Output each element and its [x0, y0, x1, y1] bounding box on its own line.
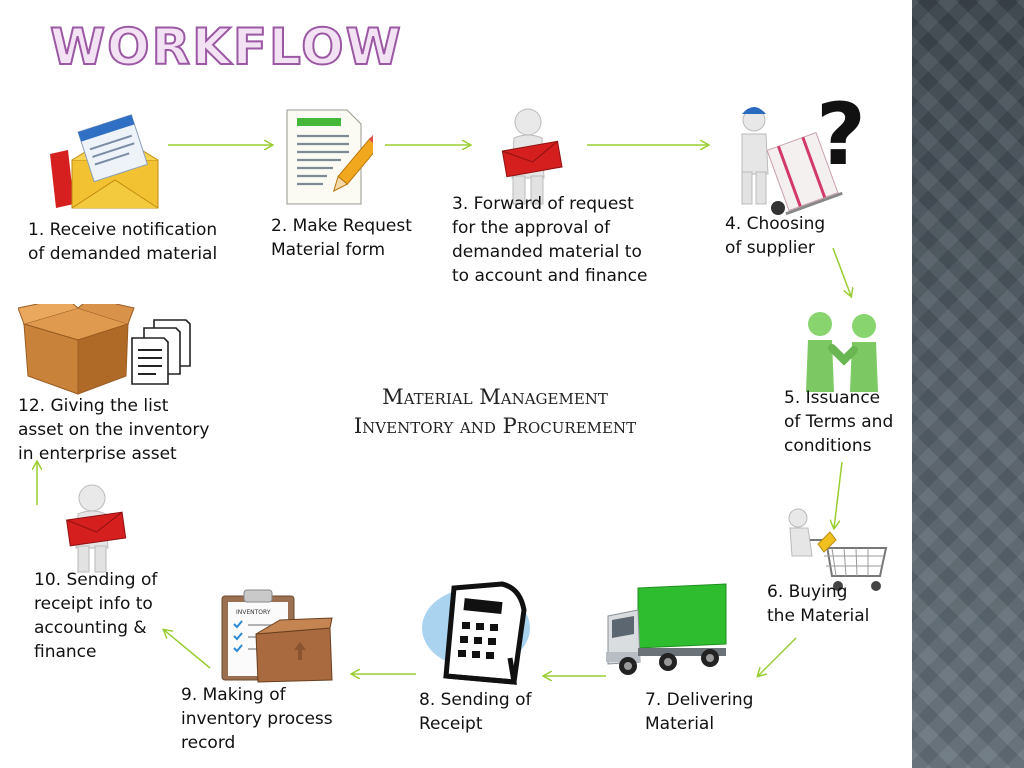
center-label-line1: Material Management	[382, 385, 608, 409]
arrow-9-10	[164, 630, 211, 669]
step-6-label: 6. Buying the Material	[767, 582, 870, 626]
envelope-icon	[42, 112, 162, 216]
shopping-cart-icon	[782, 506, 892, 606]
step-12-label: 12. Giving the list asset on the invento…	[18, 396, 210, 464]
step-2-label: 2. Make Request Material form	[271, 216, 412, 260]
arrow-4-5	[832, 247, 851, 296]
center-label-line2: Inventory and Procurement	[353, 414, 637, 438]
person-cart-question-icon: ?	[712, 85, 872, 222]
workflow-arrows	[0, 0, 912, 768]
slide-title: WORKFLOW	[49, 18, 403, 76]
truck-icon	[604, 582, 730, 682]
arrow-5-6	[834, 461, 843, 528]
svg-text:INVENTORY: INVENTORY	[236, 609, 271, 616]
handshake-icon	[798, 308, 888, 398]
step-9-label: 9. Making of inventory process record	[181, 685, 333, 753]
center-label: Material Management Inventory and Procur…	[300, 383, 690, 441]
box-documents-icon	[17, 297, 194, 400]
step-10-label: 10. Sending of receipt info to accountin…	[34, 570, 158, 662]
step-5-label: 5. Issuance of Terms and conditions	[784, 388, 894, 456]
step-1-label: 1. Receive notification of demanded mate…	[28, 220, 218, 264]
form-pencil-icon	[283, 108, 384, 212]
step-7-label: 7. Delivering Material	[645, 690, 754, 734]
step-8-label: 8. Sending of Receipt	[419, 690, 532, 734]
person-envelope-icon-2	[64, 484, 130, 578]
person-envelope-icon	[498, 108, 568, 212]
step-3-label: 3. Forward of request for the approval o…	[452, 194, 648, 286]
step-4-label: 4. Choosing of supplier	[725, 214, 826, 258]
arrow-6-7	[758, 637, 797, 676]
receipt-icon	[420, 580, 544, 692]
side-panel	[912, 0, 1024, 768]
clipboard-box-icon: INVENTORY	[218, 588, 336, 688]
